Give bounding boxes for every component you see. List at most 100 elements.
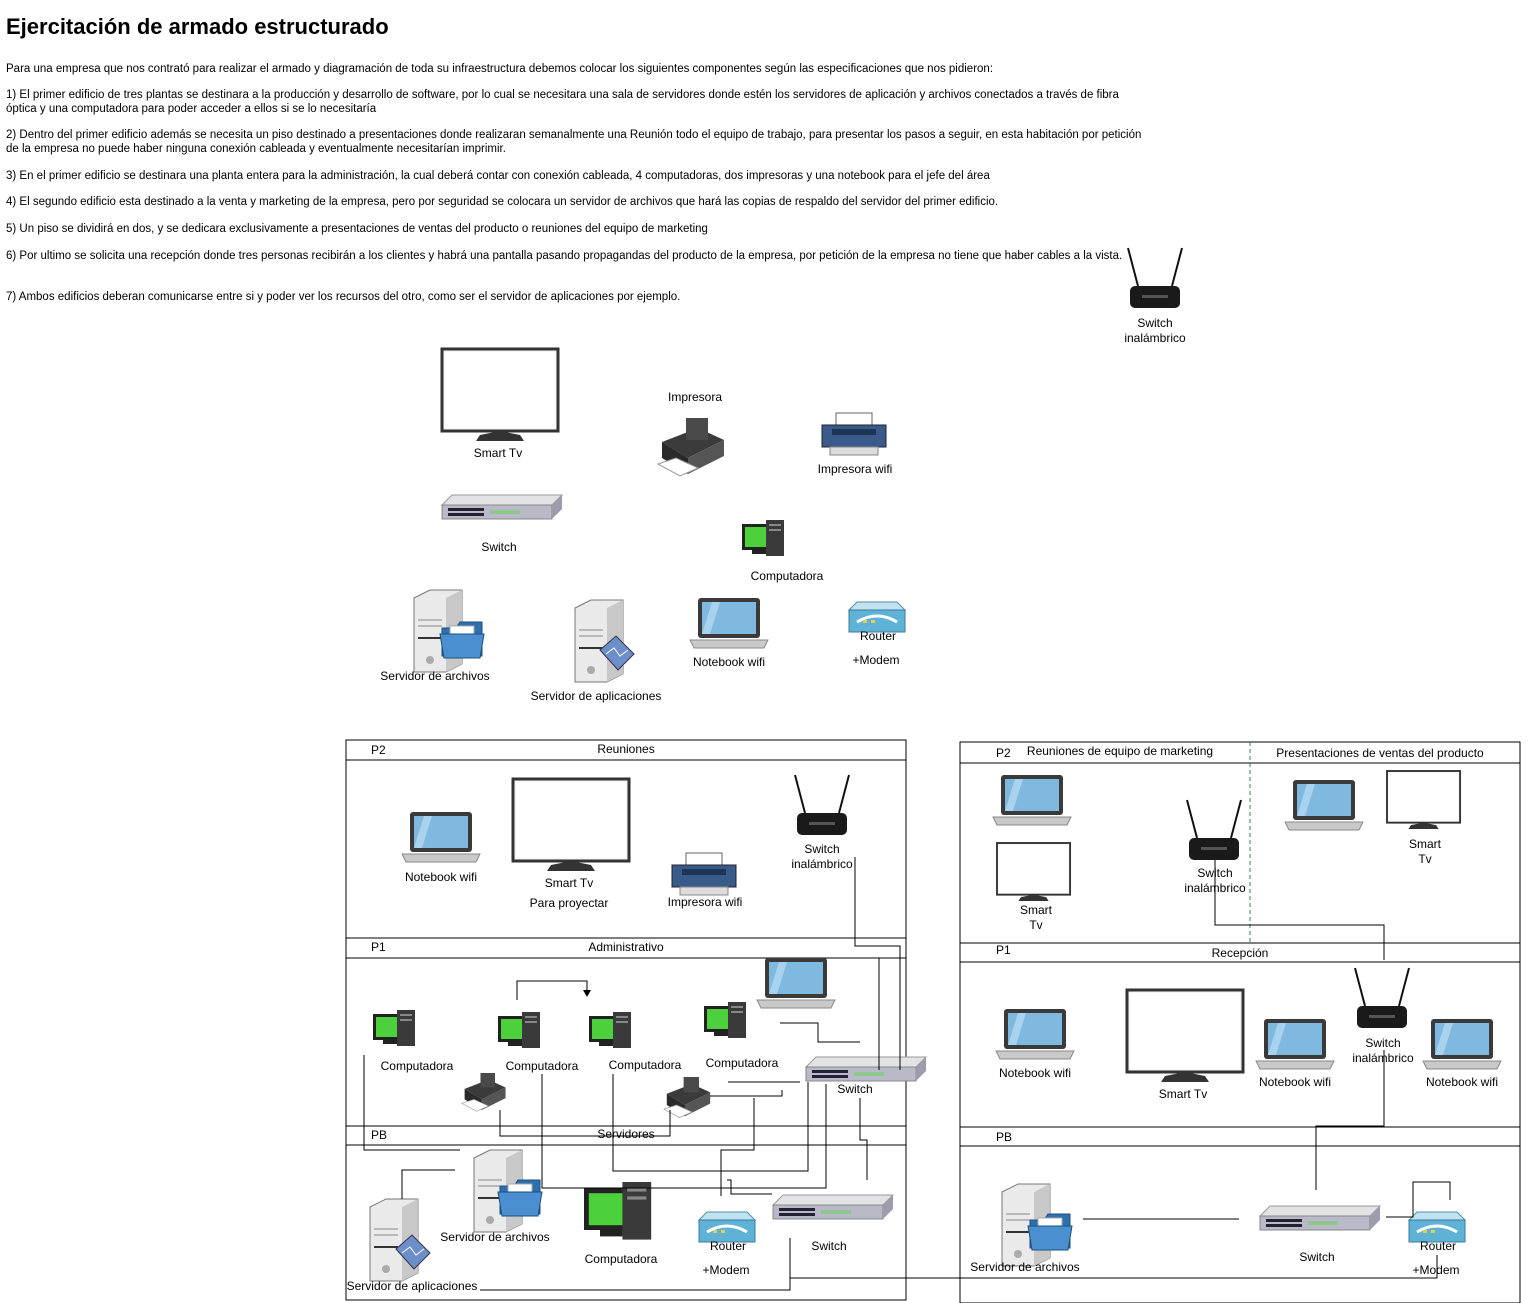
palette-router-label: Router <box>860 629 896 643</box>
b1-p1-pc3-label: Computadora <box>609 1058 682 1072</box>
b1-p2-tv-note: Para proyectar <box>530 896 609 910</box>
wifi-printer-icon <box>671 852 737 896</box>
smart-tv-icon <box>511 777 631 873</box>
palette-switch-label: Switch <box>481 540 516 554</box>
requirement-5: 5) Un piso se dividirá en dos, y se dedi… <box>6 223 708 235</box>
palette-switch: Switch <box>441 494 563 554</box>
b1-pb-app-server-label: Servidor de aplicaciones <box>347 1279 478 1293</box>
b1-p2-tv-label: Smart Tv <box>545 876 593 890</box>
b1-p2-ap-label-1: Switch <box>804 842 839 856</box>
b2-pb-modem-label: +Modem <box>1412 1263 1459 1277</box>
printer-icon <box>461 1072 506 1112</box>
laptop-icon <box>756 957 836 1009</box>
wireless-switch-icon <box>794 774 850 836</box>
laptop-icon <box>689 597 769 649</box>
palette-switch-wireless: Switch inalámbrico <box>1124 247 1186 345</box>
b2-p1-notebook3-label: Notebook wifi <box>1426 1075 1498 1089</box>
palette-file-server-label: Servidor de archivos <box>380 669 489 683</box>
b1-p2-ap-label-2: inalámbrico <box>791 857 853 871</box>
palette-printer-title: Impresora <box>668 390 722 404</box>
b1-pb-router-label: Router <box>710 1239 746 1253</box>
palette-computer: Computadora <box>742 520 824 583</box>
palette-notebook-label: Notebook wifi <box>693 655 765 669</box>
requirement-3: 3) En el primer edificio se destinara un… <box>6 170 990 182</box>
palette-computer-label: Computadora <box>751 569 824 583</box>
computer-icon <box>704 1002 746 1038</box>
palette-file-server: Servidor de archivos <box>380 589 490 683</box>
b2-pb-router-label: Router <box>1420 1239 1456 1253</box>
wireless-switch-icon <box>1186 799 1242 861</box>
palette-router: Router +Modem <box>847 600 907 667</box>
b1-p2-name: Reuniones <box>597 742 654 756</box>
b2-pb-floor: PB <box>996 1130 1012 1144</box>
b1-p1-pc2-label: Computadora <box>506 1059 579 1073</box>
switch-icon <box>772 1194 894 1220</box>
palette-app-server: Servidor de aplicaciones <box>531 599 661 703</box>
b2-p1-ap-label-1: Switch <box>1365 1036 1400 1050</box>
b1-p1-name: Administrativo <box>588 940 664 954</box>
wifi-printer-icon <box>821 412 887 456</box>
palette-switch-wireless-label-1: Switch <box>1137 316 1172 330</box>
b1-pb-modem-label: +Modem <box>702 1263 749 1277</box>
laptop-icon <box>401 811 481 863</box>
computer-icon <box>584 1182 652 1240</box>
laptop-icon <box>992 774 1072 826</box>
b1-pb-pc-label: Computadora <box>585 1252 658 1266</box>
computer-icon <box>742 520 784 556</box>
router-icon <box>847 600 907 634</box>
b2-pb-file-server-label: Servidor de archivos <box>970 1260 1079 1274</box>
building-2: P2 Reuniones de equipo de marketing Pres… <box>959 741 1521 1303</box>
b2-p1-notebook1-label: Notebook wifi <box>999 1066 1071 1080</box>
wireless-switch-icon <box>1127 247 1183 309</box>
b1-p1-pc4-label: Computadora <box>706 1056 779 1070</box>
b2-p1-tv-label: Smart Tv <box>1159 1087 1207 1101</box>
requirement-4: 4) El segundo edificio esta destinado a … <box>6 196 999 208</box>
palette-modem-label: +Modem <box>852 653 899 667</box>
wireless-switch-icon <box>1354 967 1410 1029</box>
palette-printer-wifi-label: Impresora wifi <box>818 462 893 476</box>
laptop-icon <box>1255 1018 1335 1070</box>
b1-p1-floor: P1 <box>371 940 386 954</box>
smart-tv-icon <box>996 842 1072 902</box>
b2-p1-notebook2-label: Notebook wifi <box>1259 1075 1331 1089</box>
laptop-icon <box>1284 779 1364 831</box>
b2-p2-tv1-label-1: Smart <box>1020 903 1053 917</box>
smart-tv-icon <box>440 347 560 443</box>
b2-p2-tv2-label-2: Tv <box>1418 852 1431 866</box>
palette-smart-tv-label: Smart Tv <box>474 446 522 460</box>
switch-icon <box>805 1056 927 1082</box>
b1-p2-floor: P2 <box>371 743 386 757</box>
b1-pb-name: Servidores <box>597 1127 654 1141</box>
printer-icon <box>663 1076 711 1118</box>
b1-p2-printer-label: Impresora wifi <box>668 895 743 909</box>
requirement-1: 1) El primer edificio de tres plantas se… <box>6 89 1119 115</box>
b1-p2-notebook-label: Notebook wifi <box>405 870 477 884</box>
building-1: P2 Reuniones Notebook wifi Smart Tv Para… <box>345 739 1438 1301</box>
requirement-7: 7) Ambos edificios deberan comunicarse e… <box>6 291 681 303</box>
b2-p1-ap-label-2: inalámbrico <box>1352 1051 1414 1065</box>
router-icon <box>1407 1210 1467 1244</box>
computer-icon <box>589 1012 631 1048</box>
intro-text: Para una empresa que nos contrató para r… <box>6 63 994 75</box>
printer-icon <box>657 417 725 477</box>
b2-p1-floor: P1 <box>996 943 1011 957</box>
requirement-6: 6) Por ultimo se solicita una recepción … <box>6 250 1123 262</box>
switch-icon <box>441 494 563 520</box>
b1-p1-switch-label: Switch <box>837 1082 872 1096</box>
b2-p2-left-name: Reuniones de equipo de marketing <box>1027 744 1213 758</box>
palette-switch-wireless-label-2: inalámbrico <box>1124 331 1186 345</box>
palette-printer-wifi: Impresora wifi <box>818 412 893 476</box>
b1-p1-pc1-label: Computadora <box>381 1059 454 1073</box>
b2-p2-floor: P2 <box>996 746 1011 760</box>
b2-pb-switch-label: Switch <box>1299 1250 1334 1264</box>
computer-icon <box>373 1010 415 1046</box>
b2-p2-right-name: Presentaciones de ventas del producto <box>1276 746 1484 760</box>
smart-tv-icon <box>1386 770 1462 830</box>
router-icon <box>697 1210 757 1244</box>
b1-pb-floor: PB <box>371 1128 387 1142</box>
page-title: Ejercitación de armado estructurado <box>6 14 389 39</box>
palette-smart-tv: Smart Tv <box>440 347 560 460</box>
b2-p1-name: Recepción <box>1212 946 1269 960</box>
laptop-icon <box>1422 1018 1502 1070</box>
